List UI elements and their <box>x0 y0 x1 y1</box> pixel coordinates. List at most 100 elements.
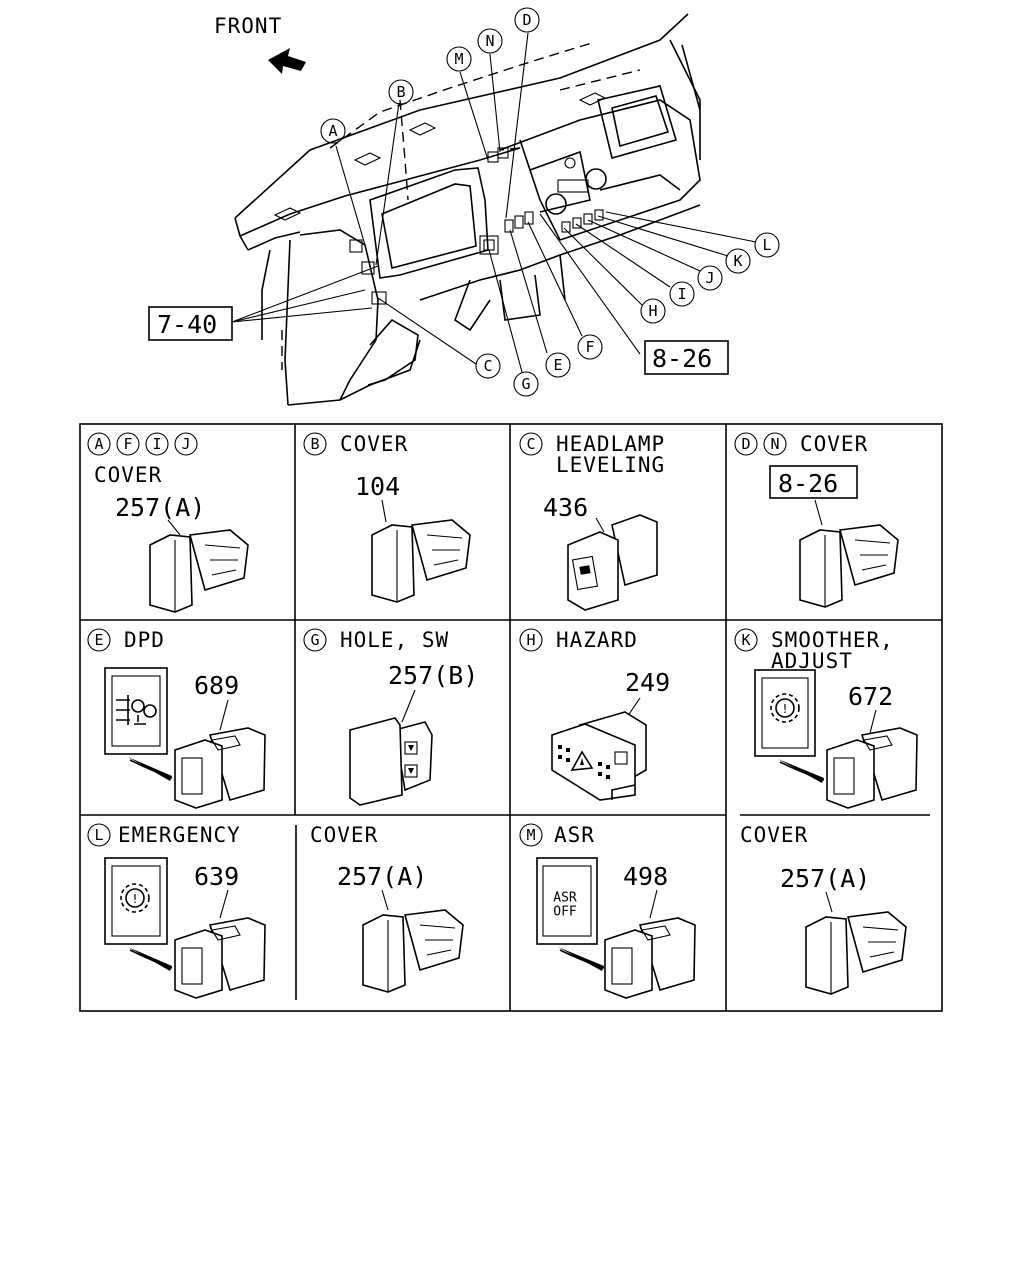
cell-title: HEADLAMP <box>556 432 665 456</box>
svg-text:8-26: 8-26 <box>652 344 712 373</box>
callout-m: M <box>446 46 472 72</box>
svg-text:J: J <box>181 435 190 453</box>
letter-marker: B <box>303 432 327 456</box>
switch-body-icon <box>826 727 918 809</box>
ref-box-right[interactable]: 8-26 <box>644 340 729 375</box>
callout-i: I <box>669 281 695 307</box>
part-number: 257(B) <box>388 661 478 690</box>
svg-text:N: N <box>485 32 494 50</box>
parts-grid: A F I J COVER 257(A) B COVER 104 <box>79 423 943 1012</box>
leveling-switch-icon <box>567 514 658 611</box>
cell-h-hazard[interactable]: H HAZARD 249 <box>519 628 670 801</box>
callout-n: N <box>477 28 503 54</box>
cell-b-cover[interactable]: B COVER 104 <box>303 432 471 603</box>
callout-l: L <box>754 232 780 258</box>
cover-cap-icon <box>805 911 907 995</box>
svg-text:C: C <box>483 357 492 375</box>
svg-text:M: M <box>526 826 535 844</box>
svg-text:!: ! <box>131 892 138 906</box>
svg-text:L: L <box>94 826 103 844</box>
svg-text:N: N <box>770 435 779 453</box>
svg-text:H: H <box>648 302 657 320</box>
cell-title: COVER <box>94 463 162 487</box>
asr-off-icon: ASR OFF <box>536 857 598 945</box>
callout-f: F <box>577 334 603 360</box>
dpd-filter-icon <box>104 667 168 755</box>
cell-title: EMERGENCY <box>118 823 241 847</box>
overview: FRONT <box>148 7 780 406</box>
letter-marker: K <box>734 628 758 652</box>
part-number: 257(A) <box>337 862 427 891</box>
svg-text:J: J <box>705 269 714 287</box>
letter-marker: J <box>174 432 198 456</box>
callout-k: K <box>725 248 751 274</box>
switch-body-icon <box>174 917 266 999</box>
cell-title: HAZARD <box>556 628 638 652</box>
cell-title-line2: ADJUST <box>771 649 853 673</box>
callout-c: C <box>475 353 501 379</box>
svg-text:D: D <box>741 435 750 453</box>
part-number: 672 <box>848 682 893 711</box>
part-number: 104 <box>355 472 400 501</box>
cell-title: COVER <box>740 823 808 847</box>
cell-title: COVER <box>340 432 408 456</box>
cover-cap-icon <box>371 519 471 603</box>
callout-d: D <box>514 7 540 33</box>
svg-text:A: A <box>94 435 103 453</box>
letter-marker: C <box>519 432 543 456</box>
cover-cap-icon <box>799 524 899 608</box>
cover-cap-icon <box>362 909 464 993</box>
cell-e-dpd[interactable]: E DPD 689 <box>87 628 266 809</box>
cell-title-line2: LEVELING <box>556 453 665 477</box>
letter-marker: M <box>519 823 543 847</box>
svg-text:F: F <box>123 435 132 453</box>
letter-marker: D <box>734 432 758 456</box>
callout-j: J <box>697 265 723 291</box>
svg-text:ASR: ASR <box>553 891 577 906</box>
ref-box-left[interactable]: 7-40 <box>148 306 233 341</box>
cell-cover-257a[interactable]: COVER 257(A) <box>310 823 464 993</box>
svg-text:L: L <box>762 236 771 254</box>
letter-marker: N <box>763 432 787 456</box>
svg-text:B: B <box>310 435 319 453</box>
svg-text:!: ! <box>781 702 788 716</box>
part-number: 257(A) <box>115 493 205 522</box>
callout-a: A <box>320 118 346 144</box>
cell-m-asr[interactable]: M ASR 498 ASR OFF <box>519 823 696 999</box>
cell-dn-cover[interactable]: D N COVER 8-26 <box>734 432 899 608</box>
cell-title: SMOOTHER, <box>771 628 894 652</box>
svg-text:B: B <box>396 83 405 101</box>
callout-h: H <box>640 298 666 324</box>
gear-icon: ! <box>754 669 816 757</box>
svg-text:M: M <box>454 50 463 68</box>
front-arrow-icon <box>268 48 306 74</box>
letter-marker: I <box>145 432 169 456</box>
letter-marker: F <box>116 432 140 456</box>
front-label: FRONT <box>214 14 282 38</box>
cell-title: ASR <box>554 823 595 847</box>
svg-text:K: K <box>741 631 750 649</box>
cell-g-hole-sw[interactable]: G HOLE, SW 257(B) <box>303 628 478 806</box>
part-number: 257(A) <box>780 864 870 893</box>
part-number: 436 <box>543 493 588 522</box>
part-number: 249 <box>625 668 670 697</box>
part-number: 689 <box>194 671 239 700</box>
svg-text:G: G <box>521 375 530 393</box>
svg-text:7-40: 7-40 <box>157 310 217 339</box>
cover-cap-icon <box>149 529 249 613</box>
hole-plug-icon <box>349 717 433 806</box>
part-number: 8-26 <box>778 469 838 498</box>
cell-cover-257a-right[interactable]: COVER 257(A) <box>740 823 907 995</box>
cell-l-emergency[interactable]: L EMERGENCY 639 ! <box>87 823 266 999</box>
leader-lines <box>231 32 757 373</box>
svg-text:G: G <box>310 631 319 649</box>
cell-afij-cover[interactable]: A F I J COVER 257(A) <box>87 432 249 613</box>
letter-marker: L <box>87 823 111 847</box>
callout-e: E <box>545 352 571 378</box>
cell-c-headlamp-leveling[interactable]: C HEADLAMP LEVELING 436 <box>519 432 665 611</box>
cell-k-smoother-adjust[interactable]: K SMOOTHER, ADJUST 672 ! <box>734 628 918 809</box>
svg-text:C: C <box>526 435 535 453</box>
switch-body-icon <box>174 727 266 809</box>
svg-text:I: I <box>152 435 161 453</box>
